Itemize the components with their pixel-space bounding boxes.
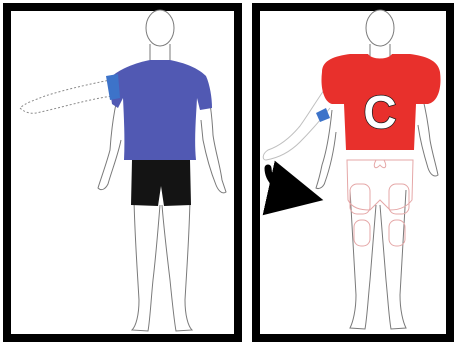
left-panel-frame [7,7,238,338]
jersey-letter: C [363,86,396,138]
right-head [366,10,394,46]
right-panel: C [256,7,450,338]
left-head [146,10,174,46]
left-panel [7,7,238,338]
